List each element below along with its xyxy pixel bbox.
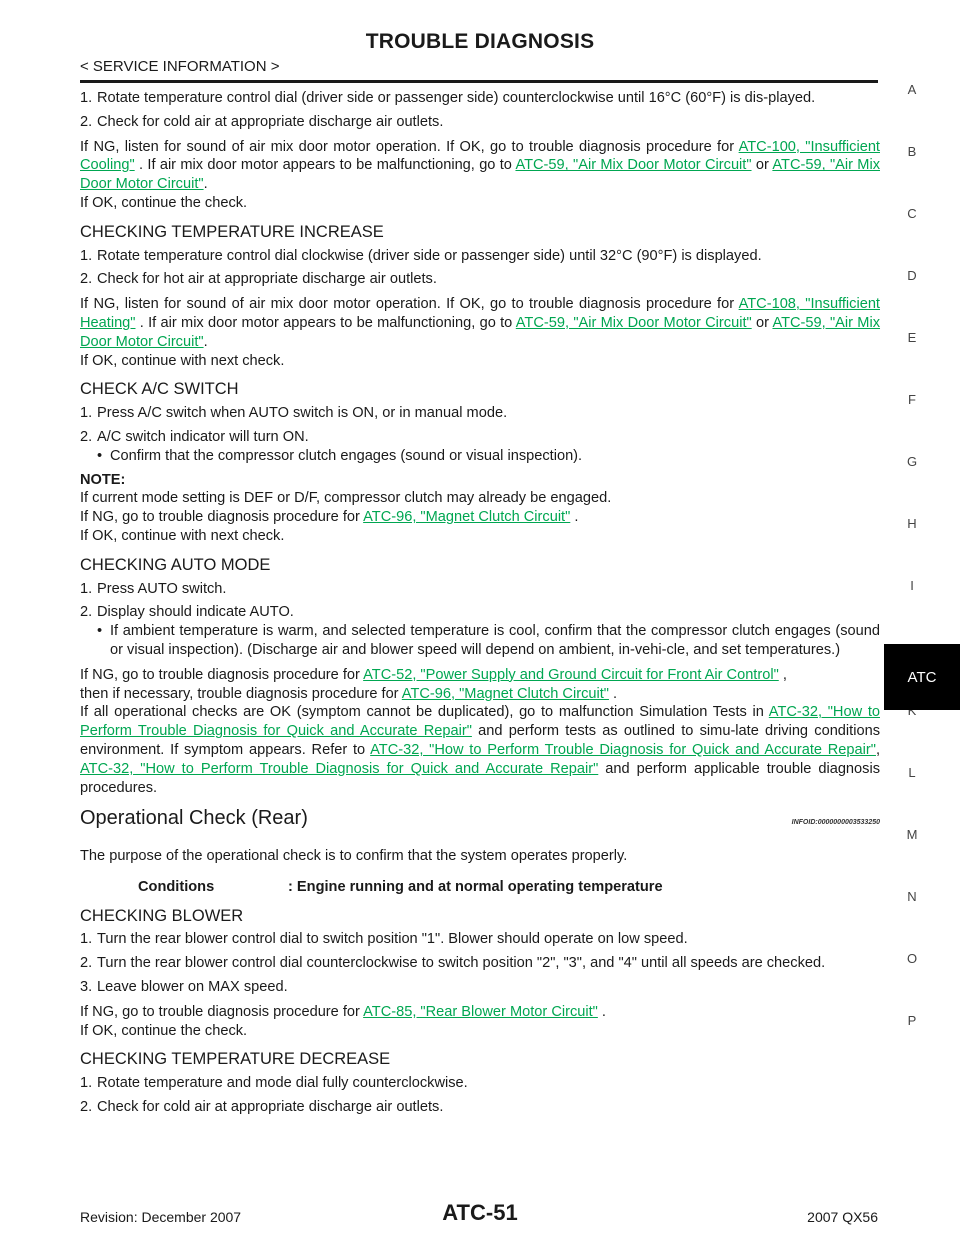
header-divider xyxy=(80,80,878,83)
cross-reference-link[interactable]: ATC-100, "Insufficient Cooling" xyxy=(80,138,880,174)
bullet-item: • Confirm that the compressor clutch eng… xyxy=(97,447,583,464)
list-item: 3. Leave blower on MAX speed. xyxy=(80,979,288,996)
list-item: 2. Check for cold air at appropriate dis… xyxy=(80,1099,444,1116)
footer-page-number: ATC-51 xyxy=(442,1200,518,1225)
cross-reference-link[interactable]: ATC-32, "How to Perform Trouble Diagnosi… xyxy=(80,704,880,740)
cross-reference-link[interactable]: ATC-59, "Air Mix Door Motor Circuit" xyxy=(515,314,752,331)
section-title-text: Operational Check (Rear) xyxy=(80,807,308,830)
paragraph: If NG, listen for sound of air mix door … xyxy=(80,138,880,193)
section-title: Operational Check (Rear) INFOID:00000000… xyxy=(80,807,880,833)
cross-reference-link[interactable]: ATC-59, "Air Mix Door Motor Circuit" xyxy=(80,157,880,193)
cross-reference-link[interactable]: ATC-52, "Power Supply and Ground Circuit… xyxy=(363,666,779,683)
list-item: 2. Turn the rear blower control dial cou… xyxy=(80,955,826,972)
note-label: NOTE: xyxy=(80,471,126,488)
paragraph: If OK, continue the check. xyxy=(80,194,248,211)
list-item: 1. Turn the rear blower control dial to … xyxy=(80,931,688,948)
paragraph: If NG, go to trouble diagnosis procedure… xyxy=(80,509,579,526)
section-heading: CHECKING TEMPERATURE INCREASE xyxy=(80,222,384,241)
list-item: 2. Display should indicate AUTO. xyxy=(80,604,294,621)
info-id: INFOID:0000000003533250 xyxy=(791,819,880,827)
side-index-letter[interactable]: F xyxy=(908,392,916,407)
side-index-letter[interactable]: N xyxy=(907,889,917,904)
bullet-icon: • xyxy=(97,447,103,464)
footer-revision: Revision: December 2007 xyxy=(80,1209,242,1225)
side-index-letter[interactable]: M xyxy=(906,827,918,842)
list-item: 1. Press AUTO switch. xyxy=(80,580,227,597)
list-item: 2. A/C switch indicator will turn ON. xyxy=(80,428,309,445)
cross-reference-link[interactable]: ATC-96, "Magnet Clutch Circuit" xyxy=(401,685,609,702)
bullet-item: • If ambient temperature is warm, and se… xyxy=(97,623,880,658)
cross-reference-link[interactable]: ATC-32, "How to Perform Trouble Diagnosi… xyxy=(80,760,599,777)
side-index-letter[interactable]: B xyxy=(907,144,917,159)
side-index-letter[interactable]: P xyxy=(907,1013,917,1028)
side-index-letter[interactable]: A xyxy=(907,82,917,97)
side-index-letter[interactable]: E xyxy=(907,330,917,345)
side-index-letter[interactable]: D xyxy=(907,268,917,283)
paragraph: If NG, go to trouble diagnosis procedure… xyxy=(80,1003,606,1020)
side-index-active-tab[interactable]: ATC xyxy=(884,644,960,710)
section-heading: CHECKING BLOWER xyxy=(80,906,244,925)
page-title: TROUBLE DIAGNOSIS xyxy=(365,30,595,53)
paragraph: If OK, continue with next check. xyxy=(80,527,285,544)
cross-reference-link[interactable]: ATC-96, "Magnet Clutch Circuit" xyxy=(363,509,571,526)
list-item: 1. Press A/C switch when AUTO switch is … xyxy=(80,405,508,422)
side-index-letter[interactable]: L xyxy=(908,765,916,780)
paragraph: If NG, go to trouble diagnosis procedure… xyxy=(80,666,787,683)
list-item: 1. Rotate temperature control dial (driv… xyxy=(80,90,816,106)
conditions-value: : Engine running and at normal operating… xyxy=(288,878,663,895)
section-heading: CHECKING TEMPERATURE DECREASE xyxy=(80,1050,391,1069)
paragraph: If all operational checks are OK (sympto… xyxy=(80,704,881,796)
cross-reference-link[interactable]: ATC-59, "Air Mix Door Motor Circuit" xyxy=(80,314,881,350)
list-item: 1. Rotate temperature and mode dial full… xyxy=(80,1075,468,1092)
list-item: 1. Rotate temperature control dial clock… xyxy=(80,247,762,264)
cross-reference-link[interactable]: ATC-108, "Insufficient Heating" xyxy=(80,296,880,331)
section-label: < SERVICE INFORMATION > xyxy=(80,58,280,75)
section-heading: CHECK A/C SWITCH xyxy=(80,380,239,399)
conditions-label: Conditions xyxy=(138,878,215,895)
side-index-letter[interactable]: C xyxy=(907,206,917,221)
side-index-letter[interactable]: I xyxy=(910,578,914,593)
list-item: 2. Check for cold air at appropriate dis… xyxy=(80,113,444,130)
document-body: 1. Rotate temperature control dial (driv… xyxy=(80,84,880,1117)
paragraph: If NG, listen for sound of air mix door … xyxy=(80,296,881,350)
bullet-icon: • xyxy=(97,623,103,640)
cross-reference-link[interactable]: ATC-59, "Air Mix Door Motor Circuit" xyxy=(515,157,752,174)
conditions-row: Conditions : Engine running and at norma… xyxy=(80,878,880,897)
paragraph: The purpose of the operational check is … xyxy=(80,848,628,865)
note-text: If current mode setting is DEF or D/F, c… xyxy=(80,490,612,507)
list-item: 2. Check for hot air at appropriate disc… xyxy=(80,271,437,288)
cross-reference-link[interactable]: ATC-85, "Rear Blower Motor Circuit" xyxy=(363,1003,598,1020)
paragraph: then if necessary, trouble diagnosis pro… xyxy=(80,685,618,702)
section-heading: CHECKING AUTO MODE xyxy=(80,555,271,574)
side-index-letter[interactable]: O xyxy=(906,951,918,966)
side-index-letter[interactable]: G xyxy=(906,454,918,469)
paragraph: If OK, continue with next check. xyxy=(80,352,285,369)
paragraph: If OK, continue the check. xyxy=(80,1022,248,1039)
side-index-letter[interactable]: K xyxy=(907,703,917,718)
footer-model: 2007 QX56 xyxy=(807,1209,878,1225)
cross-reference-link[interactable]: ATC-32, "How to Perform Trouble Diagnosi… xyxy=(370,741,876,758)
side-index-letter[interactable]: H xyxy=(907,516,917,531)
